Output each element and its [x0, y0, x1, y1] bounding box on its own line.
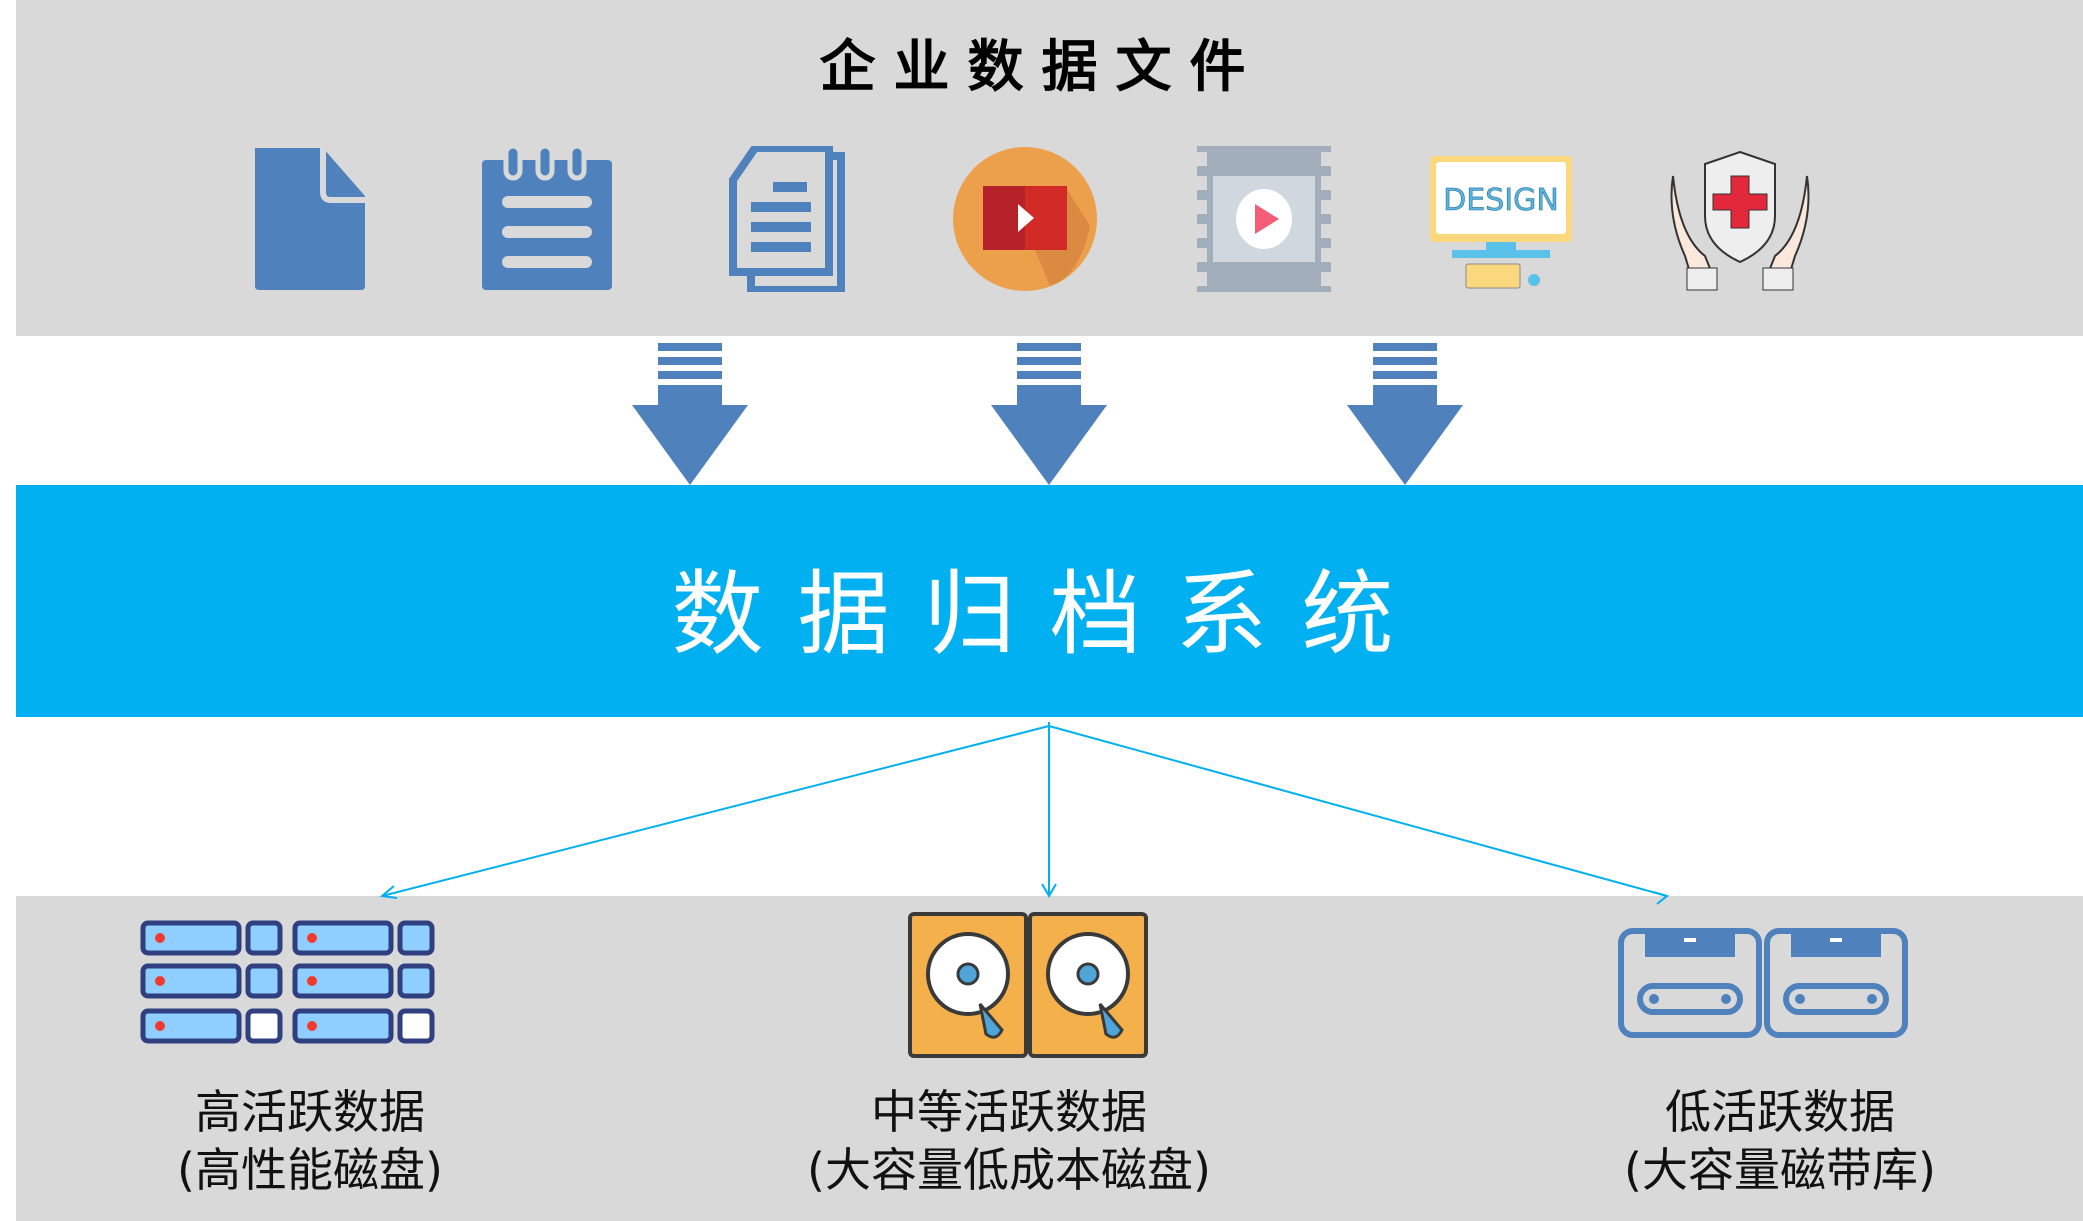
film-strip-icon: [1197, 146, 1331, 292]
design-monitor-icon: DESIGN: [1430, 156, 1572, 289]
svg-text:DESIGN: DESIGN: [1443, 183, 1559, 218]
hard-disk-icon: [908, 912, 1148, 1058]
notepad-icon: [482, 146, 612, 290]
tier-name: 低活跃数据: [1665, 1085, 1895, 1139]
tier-name: 中等活跃数据: [871, 1085, 1147, 1139]
tier-label-high: 高活跃数据 (高性能磁盘): [10, 1083, 610, 1199]
tier-name: 高活跃数据: [195, 1085, 425, 1139]
source-files-title: 企业数据文件: [819, 35, 1264, 100]
tier-label-medium: 中等活跃数据 (大容量低成本磁盘): [709, 1083, 1309, 1199]
archive-system-title: 数据归档系统: [671, 561, 1428, 668]
document-icon: [255, 148, 365, 290]
tier-storage: (高性能磁盘): [177, 1143, 443, 1197]
tier-label-low: 低活跃数据 (大容量磁带库): [1480, 1083, 2080, 1199]
tier-storage: (大容量低成本磁盘): [807, 1143, 1211, 1197]
tape-cassette-icon: [1618, 928, 1908, 1038]
tier-storage: (大容量磁带库): [1624, 1143, 1936, 1197]
server-rack-icon: [140, 920, 435, 1044]
connector-high: [381, 725, 1050, 897]
archive-system-banner: [16, 485, 2083, 717]
down-arrow-icon: [991, 343, 1107, 485]
health-protection-icon: [1670, 150, 1810, 291]
video-play-icon: [953, 147, 1097, 291]
copy-documents-icon: [729, 146, 845, 292]
down-arrow-icon: [1347, 343, 1463, 485]
connector-low: [1048, 725, 1668, 897]
down-arrow-icon: [632, 343, 748, 485]
